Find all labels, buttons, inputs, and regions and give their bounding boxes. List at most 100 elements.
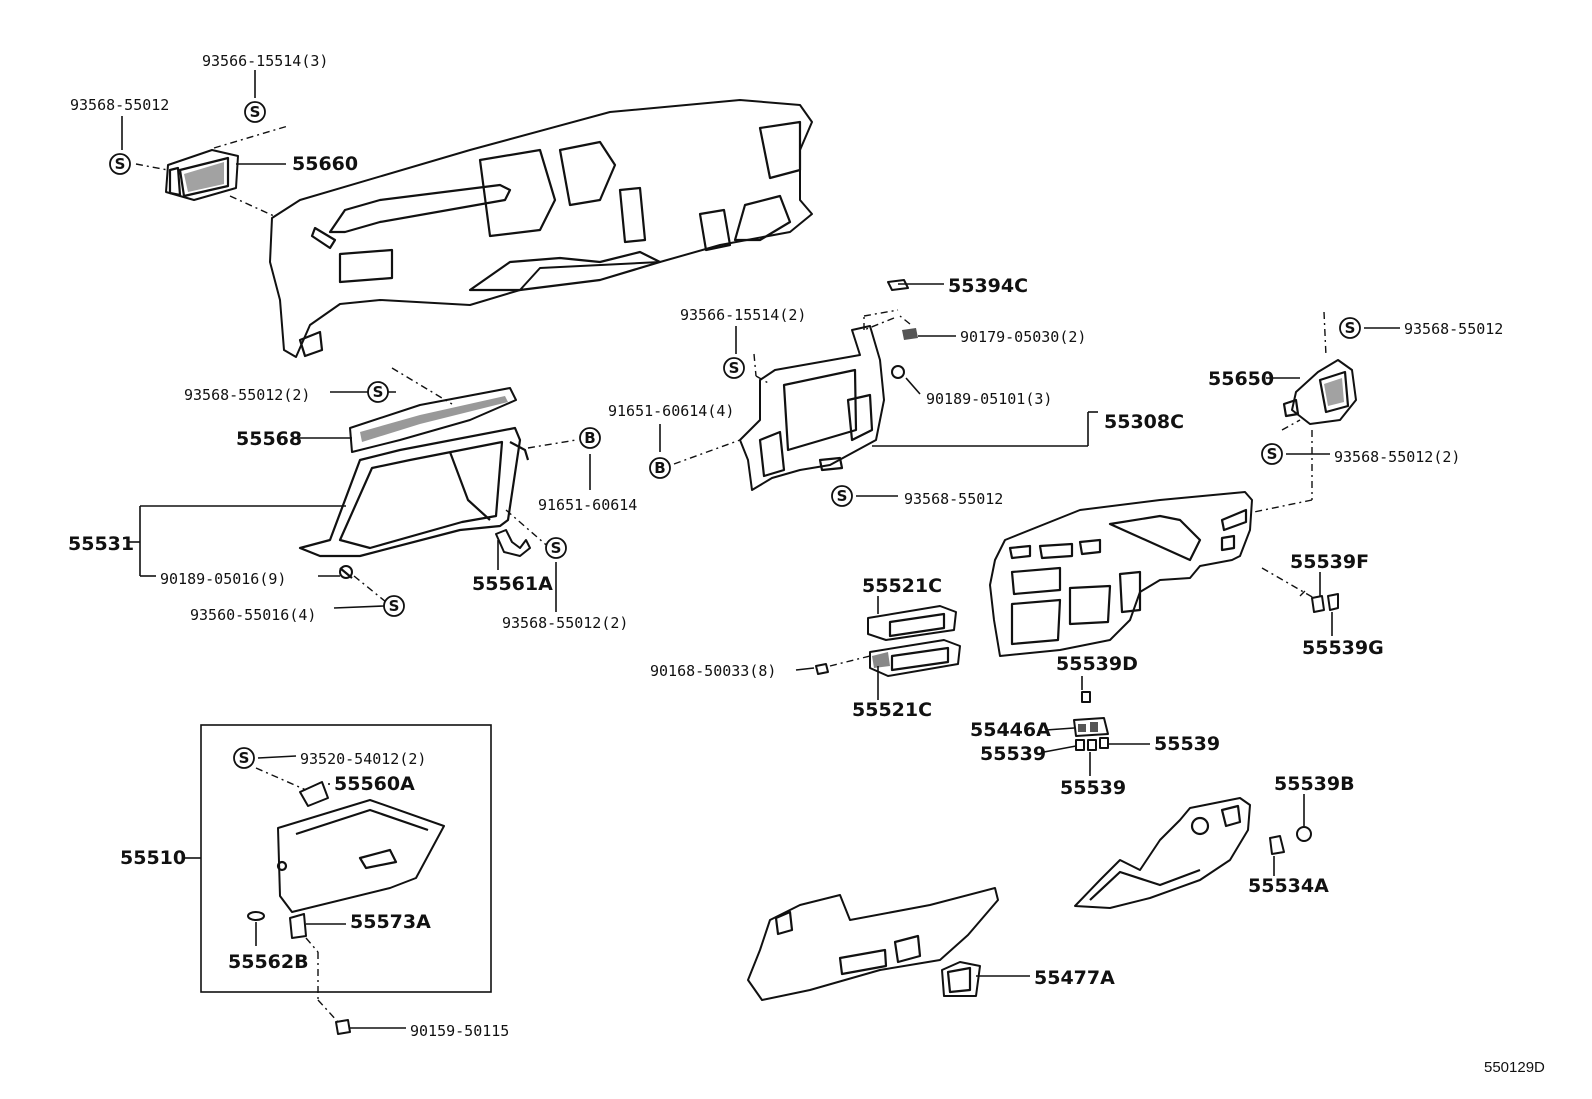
label-55539-right: 55539 [1154,733,1220,755]
nut-90179-05030 [902,328,918,340]
label-55561A: 55561A [472,573,553,595]
part-labels: 93566-15514(3) 93568-55012 55660 55394C … [68,52,1545,1076]
dashed-leader-line [305,937,319,953]
dashed-leader-line [317,999,339,1023]
diagram-code: 550129D [1484,1059,1545,1076]
s-symbol: S [1339,317,1361,339]
right-vent-55650 [1282,359,1357,425]
screw-90189-05016 [339,565,353,579]
leader-line [795,667,815,671]
dashed-leader-line [899,315,911,325]
s-symbol-letter: S [837,487,848,505]
s-symbol: S [1261,443,1283,465]
dashed-leader-line [391,367,453,405]
s-symbol-circle [545,537,567,559]
clip-55534A [1269,835,1285,855]
dashed-leader-line [255,767,307,791]
leader-line [1045,727,1075,731]
cushion-55562B [247,911,265,921]
b-symbol-letter: B [584,429,595,447]
leader-line [905,377,921,395]
label-55477A: 55477A [1034,967,1115,989]
label-93566-15514-2: 93566-15514(2) [680,306,806,324]
s-symbol-letter: S [729,359,740,377]
label-93568-55012-2a: 93568-55012(2) [184,386,310,404]
label-55660: 55660 [292,153,358,175]
clip-55561A [495,529,531,557]
dashed-leader-line [1323,311,1327,357]
s-symbol: S [367,381,389,403]
glove-box-55510 [276,799,445,913]
screw-90159-50115 [335,1019,351,1035]
label-90179-05030-2: 90179-05030(2) [960,328,1086,346]
center-bracket-55308C [739,325,885,491]
label-55568: 55568 [236,428,302,450]
cluster-finish-panel [989,491,1253,657]
s-symbol: S [723,357,745,379]
dashed-leader-line [1299,589,1307,597]
dashed-leader-line [213,125,289,149]
stopper-55560A [299,781,329,807]
dashed-leader-line [527,439,577,449]
label-55510: 55510 [120,847,186,869]
label-93568-55012-a: 93568-55012 [70,96,169,114]
label-90189-05101-3: 90189-05101(3) [926,390,1052,408]
label-55531: 55531 [68,533,134,555]
label-55539D: 55539D [1056,653,1138,675]
label-55534A: 55534A [1248,875,1329,897]
label-90159-50115: 90159-50115 [410,1022,509,1040]
label-90189-05016-9: 90189-05016(9) [160,570,286,588]
s-symbol-circle [1339,317,1361,339]
knob-55539B [1296,826,1312,842]
s-symbol-circle [109,153,131,175]
s-symbol: S [545,537,567,559]
s-symbol-letter: S [373,383,384,401]
screw-90189-05101 [891,365,905,379]
label-55539-bottom: 55539 [1060,777,1126,799]
s-symbol: S [233,747,255,769]
dashed-leader-line [673,439,741,465]
screw-90168-50033 [815,663,829,675]
lower-driver-panel [747,887,999,1001]
b-symbol: B [649,457,671,479]
label-55560A: 55560A [334,773,415,795]
s-symbol: S [831,485,853,507]
s-symbol-circle [233,747,255,769]
s-symbol-circle [383,595,405,617]
lock-55573A [289,913,307,939]
label-55562B: 55562B [228,951,309,973]
b-symbol-letter: B [654,459,665,477]
knobs-55539F-55539G [1311,593,1339,613]
s-symbol: S [244,101,266,123]
leader-line [1043,745,1077,753]
s-symbol-letter: S [1267,445,1278,463]
leader-line [257,755,297,759]
s-symbol-circle [367,381,389,403]
dashed-leader-line [829,655,871,667]
label-93520-54012-2: 93520-54012(2) [300,750,426,768]
s-symbol-circle [1261,443,1283,465]
s-symbol-letter: S [551,539,562,557]
label-93568-55012-c: 93568-55012 [904,490,1003,508]
label-55650: 55650 [1208,368,1274,390]
b-symbol-circle [579,427,601,449]
dashed-leader-line [229,195,275,217]
instrument-panel [269,99,813,358]
ducts-55521C [867,605,961,677]
label-93560-55016-4: 93560-55016(4) [190,606,316,624]
dashed-leader-line [353,575,387,603]
s-symbol-circle [723,357,745,379]
label-55521C-top: 55521C [862,575,942,597]
dashed-leader-line [863,317,895,331]
label-93568-55012-b: 93568-55012 [1404,320,1503,338]
s-symbol-circle [244,101,266,123]
dashed-leader-line [1281,419,1301,431]
s-symbol-letter: S [1345,319,1356,337]
label-55394C: 55394C [948,275,1028,297]
trim-55477A [941,961,981,997]
label-91651-60614: 91651-60614 [538,496,637,514]
label-55539-left: 55539 [980,743,1046,765]
label-90168-50033-8: 90168-50033(8) [650,662,776,680]
s-symbol: S [109,153,131,175]
